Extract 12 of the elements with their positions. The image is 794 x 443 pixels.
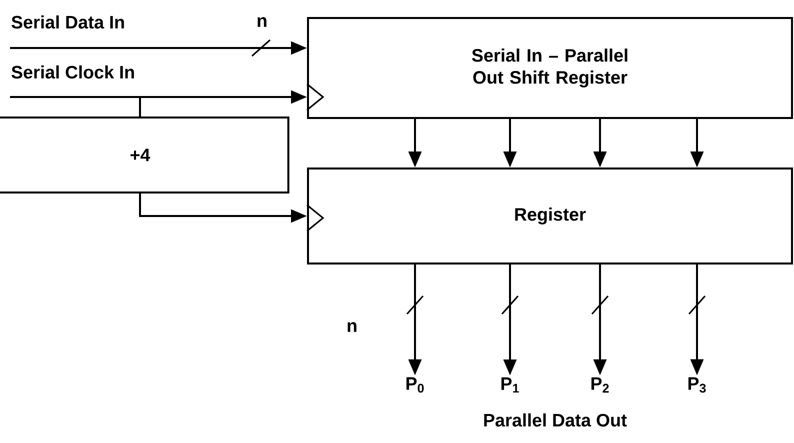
divider-box: +4	[0, 116, 290, 194]
caption-label: Parallel Data Out	[484, 413, 627, 427]
output-label: P$_{1}$	[501, 377, 519, 393]
output-label: P$_{0}$	[406, 377, 424, 393]
signal-label: Serial Data In	[12, 15, 124, 29]
edge-label: n	[256, 16, 268, 28]
output-label: P$_{2}$	[591, 377, 609, 393]
register-box: Register	[307, 168, 793, 264]
output-label: P$_{3}$	[688, 377, 706, 393]
shift-register-box: Serial In – Parallel Out Shift Register	[307, 17, 793, 119]
signal-label: Serial Clock In	[12, 65, 134, 79]
edge-label: n	[346, 321, 358, 333]
